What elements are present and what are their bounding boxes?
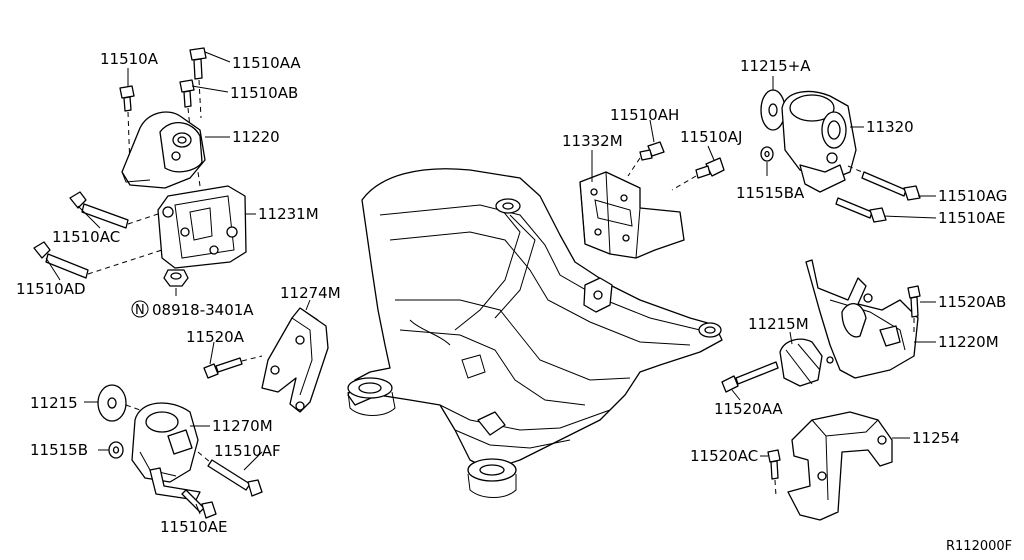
- label-11220: 11220: [232, 128, 280, 146]
- label-11320: 11320: [866, 118, 914, 136]
- label-11254: 11254: [912, 429, 960, 447]
- label-11510AD: 11510AD: [16, 280, 86, 298]
- leader-lines: [45, 51, 937, 515]
- label-11220M: 11220M: [938, 333, 999, 351]
- label-11270M: 11270M: [212, 417, 273, 435]
- label-08918-3401A: 08918-3401A: [152, 301, 254, 319]
- label-11510AH: 11510AH: [610, 106, 679, 124]
- label-11274M: 11274M: [280, 284, 341, 302]
- label-11215-A: 11215+A: [740, 57, 811, 75]
- nut-symbol-letter: N: [135, 303, 145, 318]
- label-11510A: 11510A: [100, 50, 159, 68]
- label-11510AA: 11510AA: [232, 54, 301, 72]
- label-11215: 11215: [30, 394, 78, 412]
- label-11520AB: 11520AB: [938, 293, 1006, 311]
- engine-mount-11220: [33, 47, 247, 287]
- engine-mount-11270M: [97, 384, 263, 519]
- reference-code: R112000F: [946, 539, 1012, 554]
- label-11332M: 11332M: [562, 132, 623, 150]
- front-suspension-member: [347, 168, 723, 498]
- label-11510AE-right: 11510AE: [938, 209, 1005, 227]
- label-11510AG: 11510AG: [938, 187, 1007, 205]
- engine-mount-11320: [760, 89, 921, 223]
- label-11520A: 11520A: [186, 328, 245, 346]
- bracket-11254: [767, 411, 893, 521]
- nut-symbol: N: [131, 300, 149, 318]
- label-11515B: 11515B: [30, 441, 88, 459]
- part-labels: 11510A 11510AA 11510AB 11220 11231M 1151…: [16, 50, 1012, 554]
- label-11515BA: 11515BA: [736, 184, 805, 202]
- label-11231M: 11231M: [258, 205, 319, 223]
- engine-mount-11220M: [721, 259, 921, 393]
- label-11510AB: 11510AB: [230, 84, 298, 102]
- label-11510AJ: 11510AJ: [680, 128, 742, 146]
- label-11510AF: 11510AF: [214, 442, 281, 460]
- bracket-11274M: [203, 307, 329, 413]
- label-11510AE-bottom: 11510AE: [160, 518, 227, 536]
- label-11520AA: 11520AA: [714, 400, 783, 418]
- bracket-11332M: [579, 141, 725, 259]
- label-11215M: 11215M: [748, 315, 809, 333]
- label-11520AC: 11520AC: [690, 447, 758, 465]
- label-11510AC: 11510AC: [52, 228, 120, 246]
